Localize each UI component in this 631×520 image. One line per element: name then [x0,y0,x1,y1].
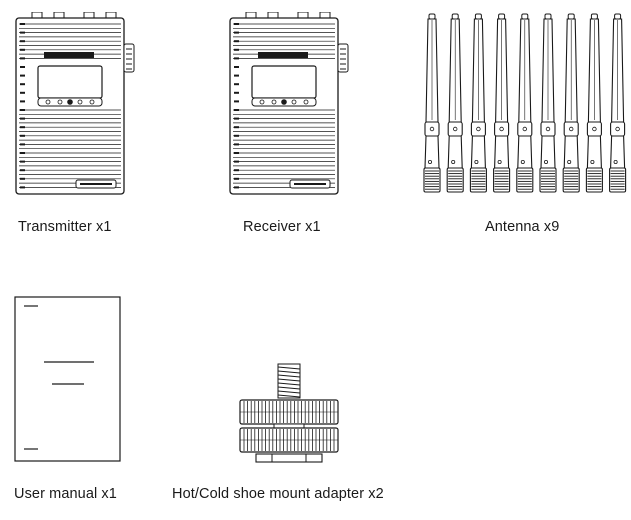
antenna-icon [539,13,557,193]
adapter-caption: Hot/Cold shoe mount adapter x2 [172,486,384,502]
transmitter-caption: Transmitter x1 [18,219,112,235]
antenna-icon [585,13,603,193]
receiver-caption: Receiver x1 [243,219,321,235]
manual-caption: User manual x1 [14,486,117,502]
antenna-icon [562,13,580,193]
transmitter-unit-icon [15,12,135,195]
user-manual-icon [14,296,121,462]
manual-figure [14,296,122,464]
antenna-figure [420,12,630,198]
adapter-figure [236,360,346,470]
transmitter-figure [14,12,138,196]
antenna-icon [516,13,534,193]
antenna-icon [446,13,464,193]
antenna-caption: Antenna x9 [485,219,560,235]
antenna-group [423,13,627,193]
antenna-icon [493,13,511,193]
receiver-figure [228,12,352,196]
antenna-icon [423,13,441,193]
receiver-unit-icon [229,12,349,195]
antenna-icon [469,13,487,193]
antenna-icon [609,13,627,193]
shoe-mount-adapter-icon [239,363,339,463]
